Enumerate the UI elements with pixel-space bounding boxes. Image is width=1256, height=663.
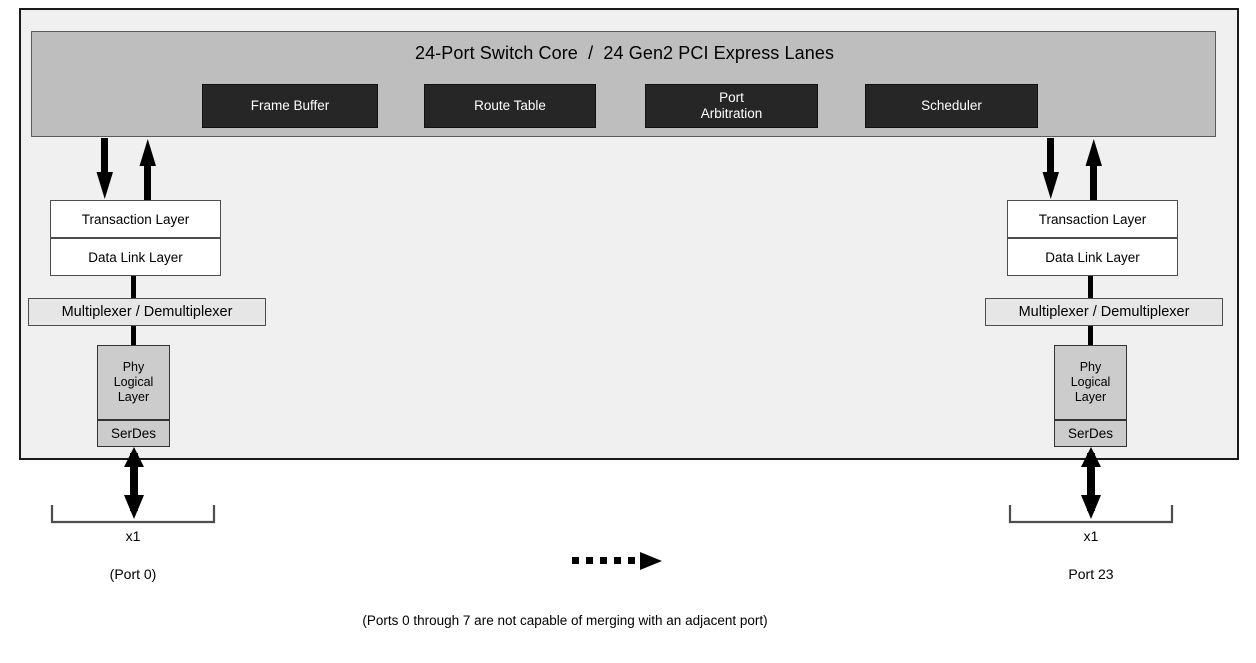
core-block-scheduler: Scheduler — [865, 84, 1038, 128]
core-block-port-arbitration-label: Port Arbitration — [700, 90, 763, 121]
port-0-data-link-layer: Data Link Layer — [50, 238, 221, 276]
port-23-phy-label: Phy Logical Layer — [1070, 360, 1111, 404]
port-0-serdes: SerDes — [97, 420, 170, 447]
port-23-lane-width-label: x1 — [1083, 528, 1099, 544]
port-0-stem-mux-to-phy — [131, 326, 136, 346]
port-23-phy-logical-layer: Phy Logical Layer — [1054, 345, 1127, 420]
port-0-phy-label: Phy Logical Layer — [113, 360, 154, 404]
port-23-serdes: SerDes — [1054, 420, 1127, 447]
port-23-lane-arrow — [1081, 447, 1101, 519]
port-23-stem-mux-to-phy — [1088, 326, 1093, 346]
port-0-transaction-layer: Transaction Layer — [50, 200, 221, 238]
core-block-port-arbitration: Port Arbitration — [645, 84, 818, 128]
port-23-data-link-layer: Data Link Layer — [1007, 238, 1178, 276]
diagram-footnote: (Ports 0 through 7 are not capable of me… — [362, 613, 768, 628]
core-block-route-table: Route Table — [424, 84, 596, 128]
port-continuation-arrow — [572, 552, 662, 570]
port-0-mux-demux: Multiplexer / Demultiplexer — [28, 298, 266, 326]
port-23-stem-dll-to-mux — [1088, 276, 1093, 298]
port-0-lane-width-label: x1 — [125, 528, 141, 544]
port-23-downstream-arrow — [1042, 138, 1059, 199]
port-23-mux-demux: Multiplexer / Demultiplexer — [985, 298, 1223, 326]
port-0-downstream-arrow — [96, 138, 113, 199]
port-0-name-label: (Port 0) — [109, 566, 157, 582]
port-0-lane-bracket — [50, 505, 216, 524]
port-23-name-label: Port 23 — [1068, 566, 1114, 582]
port-0-lane-arrow — [124, 447, 144, 519]
port-23-lane-bracket — [1008, 505, 1174, 524]
port-23-transaction-layer: Transaction Layer — [1007, 200, 1178, 238]
port-0-phy-logical-layer: Phy Logical Layer — [97, 345, 170, 420]
port-23-upstream-arrow — [1085, 139, 1102, 200]
core-block-frame-buffer: Frame Buffer — [202, 84, 378, 128]
port-0-upstream-arrow — [139, 139, 156, 200]
port-0-stem-dll-to-mux — [131, 276, 136, 298]
switch-core-title: 24-Port Switch Core / 24 Gen2 PCI Expres… — [414, 43, 835, 63]
